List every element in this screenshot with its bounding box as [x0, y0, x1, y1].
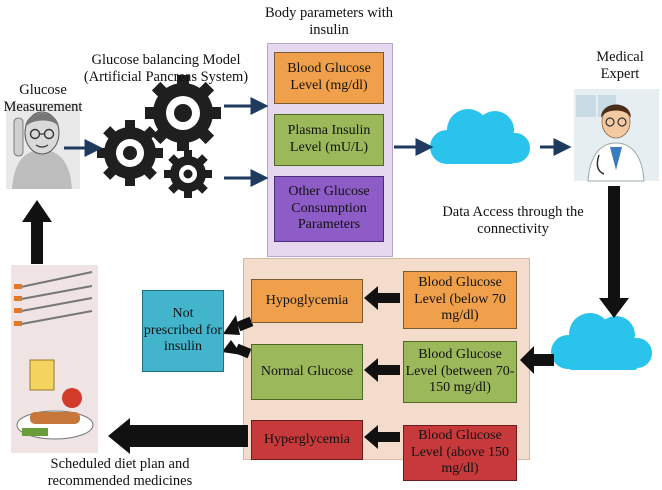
normal-glucose-box: Normal Glucose	[251, 344, 363, 400]
doctor-icon	[574, 89, 659, 182]
level-above-box: Blood Glucose Level (above 150 mg/dl)	[403, 425, 517, 481]
hypoglycemia-box: Hypoglycemia	[251, 279, 363, 323]
diet-medicine-icon	[11, 265, 98, 453]
data-access-label: Data Access through the connectivity	[442, 204, 584, 238]
plasma-insulin-box: Plasma Insulin Level (mU/L)	[274, 114, 384, 166]
blood-glucose-box: Blood Glucose Level (mg/dl)	[274, 52, 384, 104]
flow-arrows	[22, 186, 629, 454]
gears-icon	[97, 75, 221, 198]
cloud-icon-secondary	[551, 313, 652, 370]
model-label: Glucose balancing Model (Artificial Panc…	[83, 52, 249, 86]
diet-plan-label: Scheduled diet plan and recommended medi…	[47, 456, 193, 490]
cloud-icon	[430, 109, 530, 164]
level-between-box: Blood Glucose Level (between 70-150 mg/d…	[403, 341, 517, 403]
medical-expert-label: Medical Expert	[596, 49, 644, 83]
glucose-measurement-label: Glucose Measurement	[3, 82, 83, 116]
hyperglycemia-box: Hyperglycemia	[251, 420, 363, 460]
not-prescribed-box: Not prescribed for insulin	[142, 290, 224, 372]
person-icon	[6, 103, 80, 189]
body-params-label: Body parameters with insulin	[264, 5, 394, 39]
level-below-box: Blood Glucose Level (below 70 mg/dl)	[403, 271, 517, 329]
other-parameters-box: Other Glucose Consumption Parameters	[274, 176, 384, 242]
